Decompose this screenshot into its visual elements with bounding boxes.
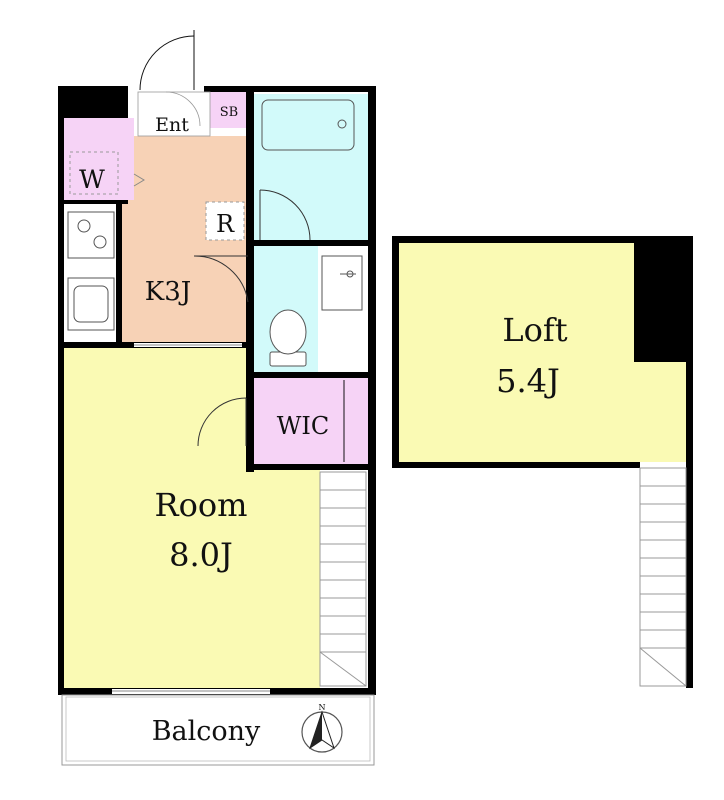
- compass-icon: [301, 710, 343, 753]
- stove: [67, 211, 115, 259]
- toilet: [269, 309, 307, 367]
- bathtub: [261, 99, 355, 151]
- label-main-room-size: 8.0J: [169, 536, 233, 574]
- washer-area: [64, 118, 134, 200]
- kitchen-area: [120, 136, 248, 342]
- label-loft-size: 5.4J: [496, 362, 560, 400]
- walk-in-closet-area: [254, 378, 368, 464]
- label-main-room: Room: [155, 486, 248, 524]
- main-room-area: [64, 348, 320, 688]
- ladder: [319, 471, 367, 687]
- bathroom-area: [254, 94, 368, 240]
- label-entrance: Ent: [155, 114, 189, 136]
- compass-label: N: [319, 703, 326, 712]
- entrance-door: [139, 30, 195, 91]
- loft-walls: [392, 236, 693, 688]
- label-kitchen: K3J: [145, 277, 191, 307]
- shoe-box-area: [210, 92, 248, 128]
- label-balcony: Balcony: [152, 716, 261, 747]
- label-washer: W: [79, 165, 105, 194]
- kitchen-sink: [67, 277, 115, 331]
- loft-ladder: [639, 467, 687, 687]
- label-shoe-box: SB: [220, 105, 238, 120]
- label-fridge: R: [216, 210, 235, 238]
- label-loft: Loft: [502, 311, 567, 349]
- vanity-sink: [321, 255, 363, 311]
- label-walk-in-closet: WIC: [277, 412, 330, 440]
